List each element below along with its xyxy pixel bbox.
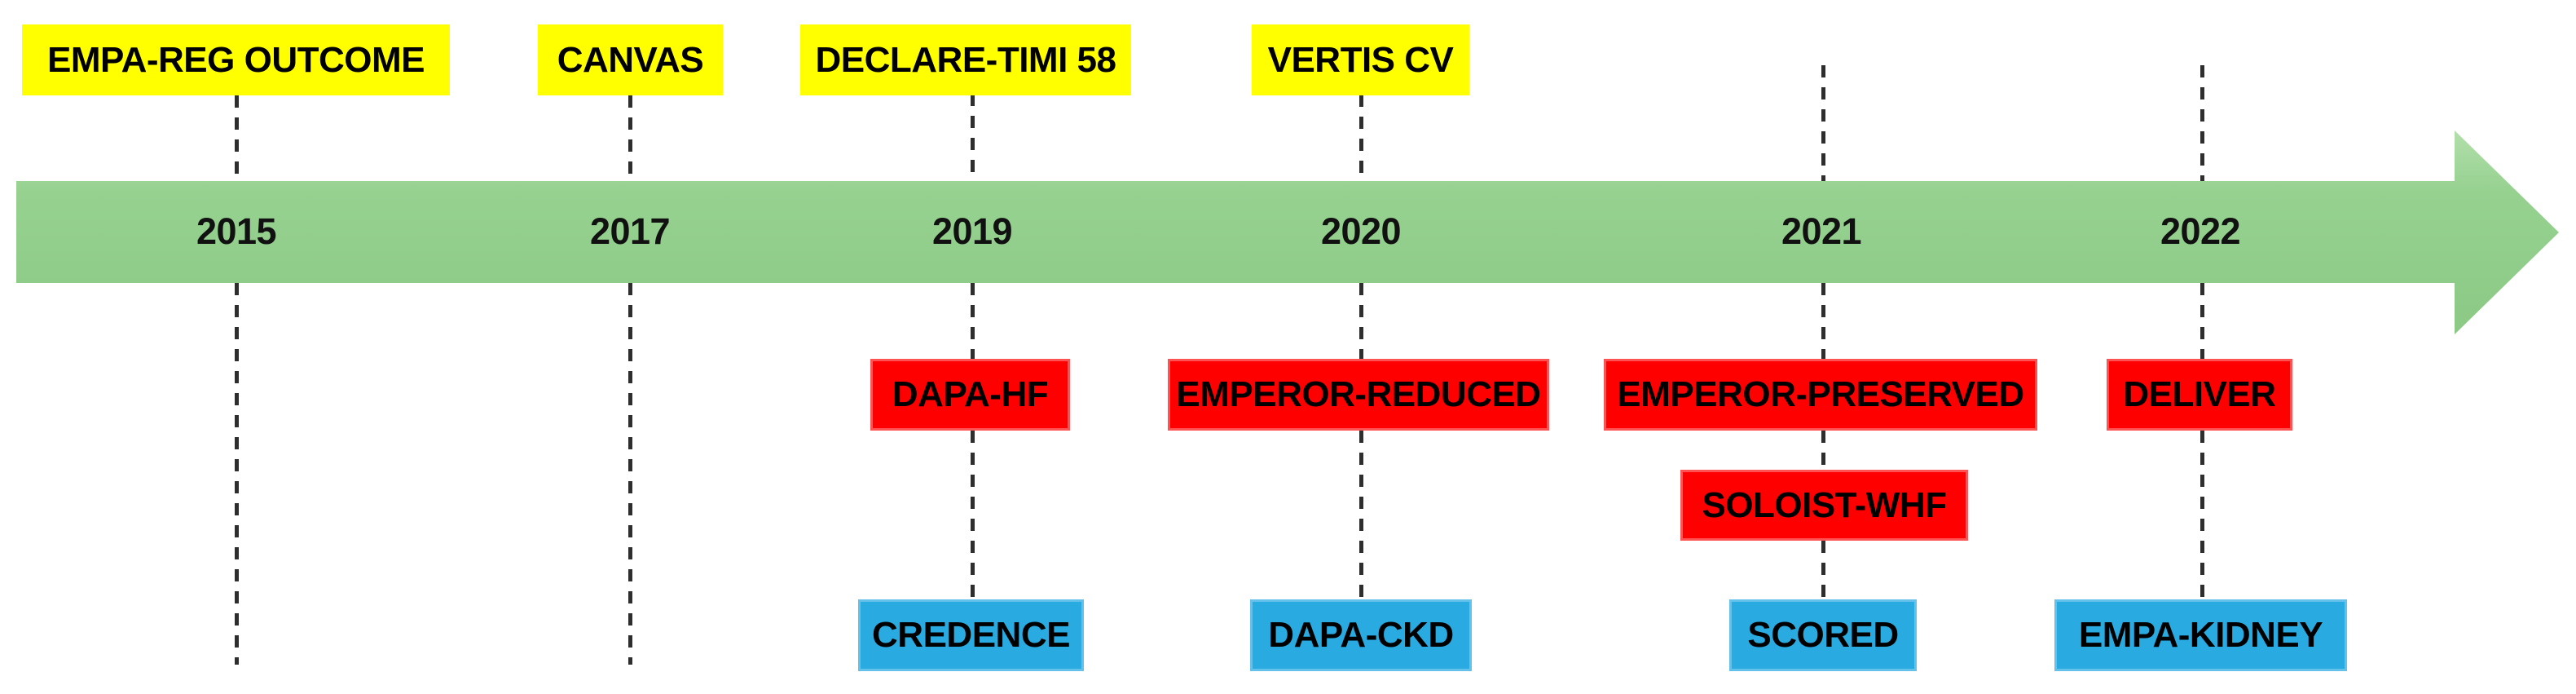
dashed-line-2019-lower <box>971 431 975 599</box>
dashed-line-2022-lower <box>2200 431 2204 599</box>
trial-box-declare-timi-58: DECLARE-TIMI 58 <box>800 24 1131 95</box>
dashed-line-2015-upper <box>235 95 239 181</box>
trial-box-canvas: CANVAS <box>538 24 723 95</box>
trial-box-emperor-preserved: EMPEROR-PRESERVED <box>1604 359 2037 431</box>
dashed-line-2017-upper <box>628 95 632 181</box>
trial-box-empa-reg-outcome: EMPA-REG OUTCOME <box>22 24 450 95</box>
trial-box-vertis-cv: VERTIS CV <box>1252 24 1469 95</box>
timeline-arrow <box>16 130 2559 334</box>
trial-box-credence: CREDENCE <box>858 599 1084 671</box>
trial-box-scored: SCORED <box>1729 599 1917 671</box>
trial-box-emperor-reduced: EMPEROR-REDUCED <box>1168 359 1549 431</box>
dashed-line-2015-lower <box>235 283 239 665</box>
timeline-arrow-shape <box>16 130 2559 334</box>
trial-box-deliver: DELIVER <box>2107 359 2292 431</box>
dashed-line-2019-mid <box>971 283 975 359</box>
dashed-line-2022-mid <box>2200 283 2204 359</box>
year-label-2022: 2022 <box>2160 210 2241 252</box>
dashed-line-2022-upper <box>2200 65 2204 181</box>
year-label-2017: 2017 <box>589 210 671 252</box>
trial-box-dapa-ckd: DAPA-CKD <box>1250 599 1472 671</box>
dashed-line-2020-lower <box>1359 431 1363 599</box>
dashed-line-2020-mid <box>1359 283 1363 359</box>
year-label-2019: 2019 <box>931 210 1013 252</box>
dashed-line-2020-upper <box>1359 95 1363 181</box>
year-label-2021: 2021 <box>1781 210 1862 252</box>
trial-box-dapa-hf: DAPA-HF <box>870 359 1070 431</box>
trial-box-empa-kidney: EMPA-KIDNEY <box>2054 599 2347 671</box>
dashed-line-2017-lower <box>628 283 632 665</box>
trial-box-soloist-whf: SOLOIST-WHF <box>1680 470 1968 541</box>
dashed-line-2021-mid1 <box>1821 283 1825 360</box>
dashed-line-2019-upper <box>971 94 975 181</box>
dashed-line-2021-lower <box>1821 541 1825 599</box>
dashed-line-2021-mid2 <box>1821 431 1825 470</box>
year-label-2020: 2020 <box>1320 210 1402 252</box>
year-label-2015: 2015 <box>196 210 277 252</box>
dashed-line-2021-upper <box>1821 65 1825 181</box>
